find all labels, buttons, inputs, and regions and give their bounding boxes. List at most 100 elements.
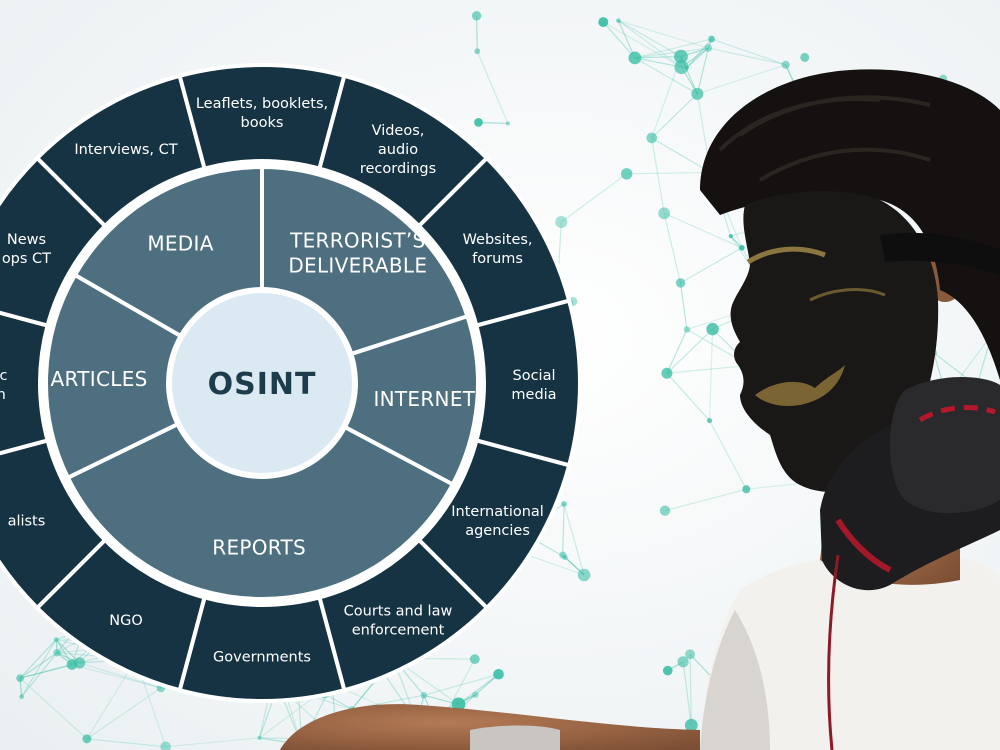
network-node — [577, 568, 591, 582]
network-node — [616, 18, 621, 23]
network-link — [689, 654, 692, 726]
network-link — [666, 328, 714, 374]
network-node — [781, 60, 790, 69]
outer-segment-interviews-ct-label: Interviews, CT — [74, 142, 177, 158]
network-link — [711, 38, 786, 66]
network-node — [53, 636, 59, 642]
network-link — [663, 212, 743, 249]
network-node — [659, 505, 671, 516]
network-link — [86, 738, 166, 748]
white-shirt — [700, 551, 1000, 750]
network-node — [742, 485, 751, 494]
network-link — [664, 488, 747, 512]
network-link — [602, 21, 636, 59]
network-node — [706, 417, 713, 424]
network-node — [674, 49, 688, 64]
network-link — [663, 213, 682, 284]
network-link — [21, 652, 58, 698]
outer-segment-leaflets-booklets-books: Leaflets, booklets,books — [177, 63, 347, 172]
network-node — [728, 234, 733, 239]
network-node — [53, 649, 61, 657]
network-node — [82, 734, 92, 744]
core-circle — [172, 293, 352, 473]
network-link — [680, 247, 743, 284]
shirt-shadow — [700, 610, 770, 750]
outer-segment-emic-arch-label: emicarch — [0, 368, 8, 403]
network-node — [739, 244, 745, 251]
network-node — [691, 87, 704, 100]
network-link — [19, 652, 58, 679]
outer-segment-alists-label: alists — [8, 514, 46, 530]
network-node — [706, 322, 719, 336]
network-link — [696, 47, 709, 94]
network-link — [603, 21, 682, 68]
network-node — [683, 326, 691, 333]
network-link — [634, 57, 698, 95]
outer-segment-governments: Governments — [177, 594, 347, 703]
network-node — [19, 694, 24, 700]
network-node — [505, 121, 510, 126]
network-node — [257, 735, 262, 741]
hair — [700, 69, 1000, 380]
network-node — [469, 654, 480, 665]
outer-segment-leaflets-booklets-books-label: Leaflets, booklets,books — [196, 96, 328, 131]
network-link — [634, 57, 682, 68]
network-link — [651, 93, 698, 139]
network-link — [423, 673, 499, 696]
mask-moustache — [755, 365, 845, 406]
device-edge — [470, 725, 560, 750]
network-node — [628, 51, 642, 65]
network-link — [618, 20, 682, 58]
network-link — [709, 420, 747, 490]
headphone-cushion — [890, 376, 1000, 514]
inner-segment-media-label: MEDIA — [147, 232, 213, 256]
network-node — [684, 718, 698, 732]
network-link — [686, 38, 713, 69]
network-link — [476, 51, 509, 124]
network-node — [471, 11, 482, 21]
network-node — [16, 674, 24, 683]
outer-segment-governments-label: Governments — [213, 650, 311, 666]
network-link — [21, 639, 57, 698]
inner-segment-internet-label: INTERNET — [373, 387, 475, 411]
network-link — [71, 664, 162, 689]
headphone-cable — [827, 554, 840, 750]
network-node — [73, 657, 86, 669]
network-node — [451, 697, 466, 712]
network-node — [474, 48, 481, 55]
network-link — [708, 329, 714, 421]
mask-brow — [746, 246, 826, 265]
network-link — [626, 171, 711, 175]
network-link — [79, 662, 162, 689]
network-node — [555, 216, 568, 229]
network-node — [658, 207, 671, 220]
network-node — [685, 649, 695, 660]
outer-segment-websites-forums-label: Websites,forums — [463, 232, 533, 267]
network-link — [679, 282, 688, 330]
network-node — [598, 17, 609, 28]
black-mask — [730, 190, 939, 492]
network-link — [476, 15, 478, 52]
network-link — [682, 661, 692, 726]
hair-strands — [718, 95, 931, 182]
network-node — [662, 665, 673, 676]
network-node — [620, 168, 633, 180]
network-node — [474, 117, 483, 127]
network-link — [708, 47, 786, 66]
network-link — [19, 639, 57, 679]
network-node — [661, 367, 673, 379]
network-link — [165, 737, 260, 748]
network-link — [560, 173, 628, 223]
inner-segment-articles: ARTICLES — [44, 272, 186, 481]
osint-core: OSINT — [166, 287, 358, 479]
masked-person-photo — [280, 69, 1000, 750]
